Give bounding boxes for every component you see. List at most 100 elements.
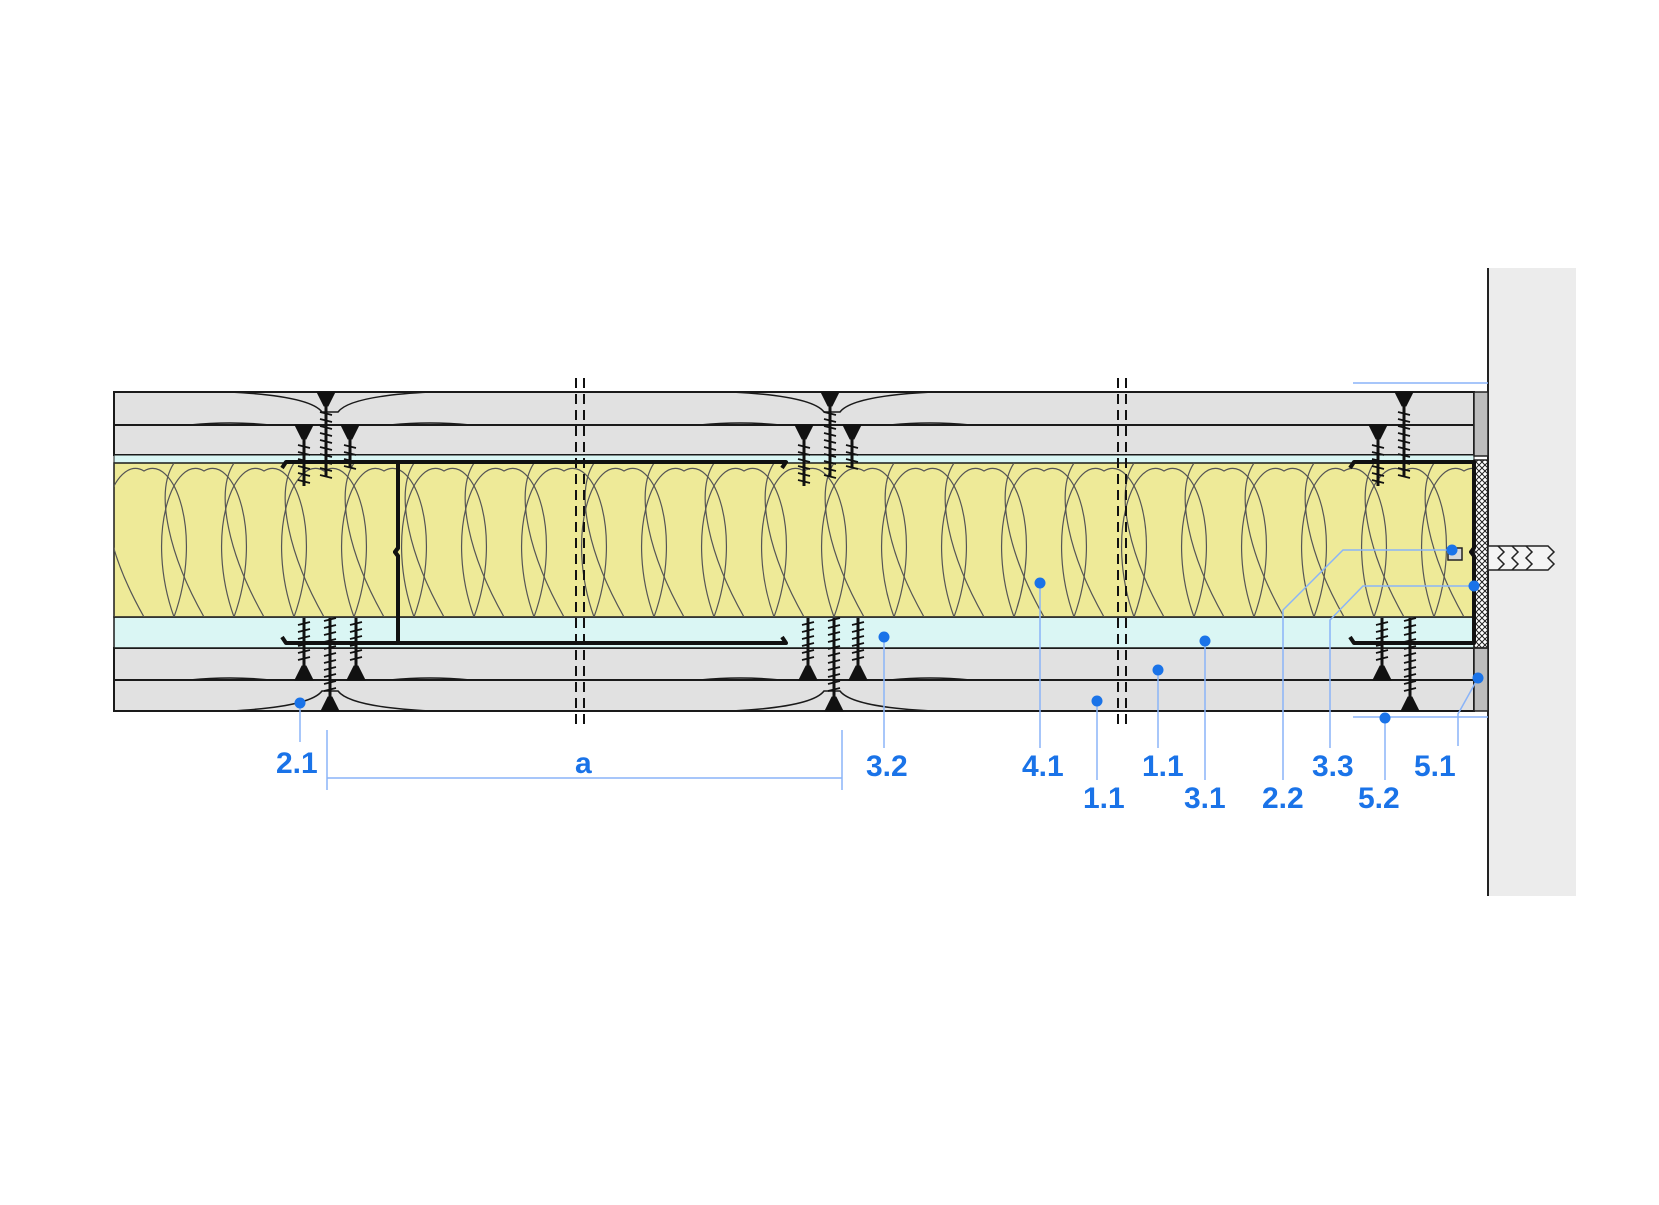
insulation-wave bbox=[464, 463, 505, 617]
break-lines bbox=[575, 378, 1127, 730]
screw-thread bbox=[1371, 444, 1385, 484]
c-profile bbox=[1348, 460, 1476, 645]
screw-head bbox=[1372, 665, 1392, 681]
callout-dot bbox=[1199, 635, 1211, 647]
board-joint-seam bbox=[189, 677, 271, 681]
insulation-wave bbox=[221, 468, 307, 617]
board-joint-seam bbox=[889, 422, 971, 426]
masonry-wall bbox=[1488, 268, 1576, 896]
insulation-wave bbox=[1304, 463, 1345, 617]
board-joint-seam bbox=[389, 677, 471, 681]
board-joint-seam bbox=[889, 677, 971, 681]
callout-dot bbox=[1152, 664, 1164, 676]
insulation-wave bbox=[1004, 463, 1045, 617]
screw-thread bbox=[319, 411, 333, 479]
callout-dot bbox=[1379, 712, 1391, 724]
insulation-wave bbox=[944, 463, 985, 617]
insulation-wave bbox=[461, 468, 547, 617]
insulation-wave bbox=[114, 463, 145, 617]
screw-thread bbox=[1375, 621, 1389, 661]
mineral-wool-insulation bbox=[113, 462, 1475, 618]
insulation-wave bbox=[1001, 468, 1087, 617]
label-1-1-left: 1.1 bbox=[1083, 782, 1125, 815]
screw-thread bbox=[801, 621, 815, 661]
screw-head bbox=[316, 391, 336, 407]
insulation-wave bbox=[1061, 468, 1147, 617]
screw-head bbox=[1400, 696, 1420, 712]
insulation-wave bbox=[1241, 468, 1327, 617]
board-joint-seam bbox=[699, 677, 781, 681]
callout-dot bbox=[1091, 695, 1103, 707]
label-4-1: 4.1 bbox=[1022, 750, 1064, 783]
insulation-wave bbox=[941, 468, 1027, 617]
board-joint-seam bbox=[389, 422, 471, 426]
screw-head bbox=[294, 424, 314, 440]
insulation-wave bbox=[224, 463, 265, 617]
insulation-wave bbox=[821, 468, 907, 617]
insulation-wave bbox=[581, 468, 667, 617]
screw-head bbox=[824, 696, 844, 712]
callout-leader bbox=[1457, 677, 1479, 746]
screw-thread bbox=[845, 444, 859, 470]
screw-thread bbox=[851, 621, 865, 661]
label-2-1: 2.1 bbox=[276, 747, 318, 780]
screw-head bbox=[794, 424, 814, 440]
label-2-2: 2.2 bbox=[1262, 782, 1304, 815]
insulation-wave bbox=[1421, 468, 1474, 617]
insulation-wave bbox=[1124, 463, 1165, 617]
screw-head bbox=[320, 696, 340, 712]
screw-thread bbox=[297, 444, 311, 484]
insulation-wave bbox=[164, 463, 205, 617]
callout-dot bbox=[294, 697, 306, 709]
insulation-wave bbox=[1064, 463, 1105, 617]
screw-thread bbox=[1397, 411, 1411, 479]
insulation-wave bbox=[1181, 468, 1267, 617]
screw-head bbox=[1368, 424, 1388, 440]
screw-head bbox=[340, 424, 360, 440]
label-a: a bbox=[575, 747, 592, 780]
callout-leader bbox=[1329, 585, 1474, 748]
screw-head bbox=[848, 665, 868, 681]
c-profile bbox=[393, 460, 788, 645]
insulation-wave bbox=[161, 468, 247, 617]
insulation-wave bbox=[401, 468, 487, 617]
sealing-tape-3-3 bbox=[1473, 459, 1489, 649]
screw-thread bbox=[827, 617, 841, 692]
insulation-pattern bbox=[114, 463, 1474, 617]
callout-leader bbox=[1282, 549, 1452, 780]
screw-thread bbox=[797, 444, 811, 484]
insulation-wave bbox=[1121, 468, 1207, 617]
screw-head bbox=[1394, 391, 1414, 407]
insulation-wave bbox=[521, 468, 607, 617]
callout-dot bbox=[1034, 577, 1046, 589]
callout-dot bbox=[1468, 580, 1480, 592]
screw-head bbox=[820, 391, 840, 407]
insulation-wave bbox=[281, 468, 367, 617]
edge-strip bbox=[1473, 391, 1489, 457]
screw-thread bbox=[823, 411, 837, 479]
label-5-2: 5.2 bbox=[1358, 782, 1400, 815]
board-joints bbox=[189, 391, 971, 712]
board-top-inner bbox=[113, 424, 1475, 456]
insulation-wave bbox=[114, 468, 187, 617]
insulation-wave bbox=[344, 463, 385, 617]
board-bottom-inner bbox=[113, 647, 1475, 681]
label-3-2: 3.2 bbox=[866, 750, 908, 783]
board-layers bbox=[113, 391, 1475, 712]
screw-thread bbox=[297, 621, 311, 661]
screw-head bbox=[842, 424, 862, 440]
insulation-wave bbox=[881, 468, 967, 617]
insulation-wave bbox=[584, 463, 625, 617]
insulation-wave bbox=[1424, 463, 1465, 617]
callout-dot bbox=[1446, 544, 1458, 556]
insulation-wave bbox=[1184, 463, 1225, 617]
screw-thread bbox=[349, 621, 363, 661]
insulation-wave bbox=[524, 463, 565, 617]
insulation-wave bbox=[1364, 463, 1405, 617]
insulation-wave bbox=[764, 463, 805, 617]
board-joint-seam bbox=[699, 422, 781, 426]
insulation-wave bbox=[704, 463, 745, 617]
insulation-wave bbox=[701, 468, 787, 617]
screw-head bbox=[294, 665, 314, 681]
